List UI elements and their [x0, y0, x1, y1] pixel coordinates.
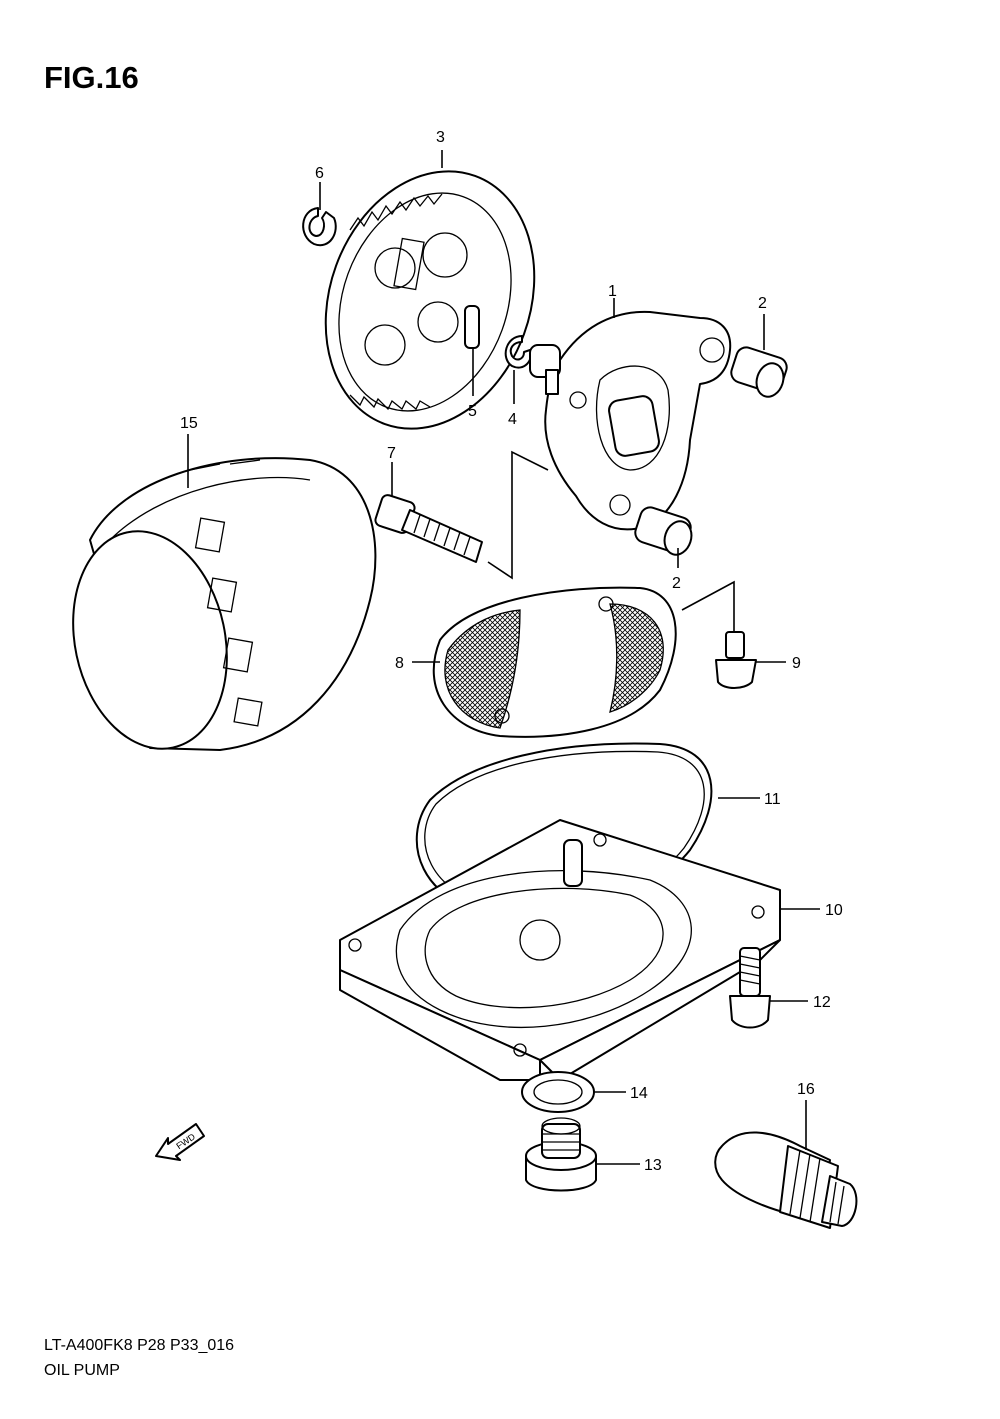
callout-3: 3: [436, 129, 445, 146]
callout-7: 7: [387, 445, 396, 462]
diagram-name: OIL PUMP: [44, 1362, 120, 1379]
cover-bolt: [729, 947, 771, 1029]
callout-9: 9: [792, 655, 801, 672]
callout-11: 11: [764, 791, 781, 808]
callout-15: 15: [180, 415, 198, 432]
oil-pan-cover: [339, 819, 781, 1081]
model-code: LT-A400FK8 P28 P33_016: [44, 1337, 235, 1354]
oil-pressure-switch: [714, 1131, 858, 1229]
callout-14: 14: [630, 1085, 648, 1102]
callout-1: 1: [608, 283, 617, 300]
drain-plug: [525, 1117, 597, 1192]
e-clip: [504, 335, 532, 369]
oil-pump-assembly: [529, 310, 732, 531]
callout-10: 10: [825, 902, 843, 919]
bushing-lower: [634, 506, 693, 556]
callout-6: 6: [315, 165, 324, 182]
callout-5: 5: [468, 403, 477, 420]
callout-16: 16: [797, 1081, 815, 1098]
callout-12: 12: [813, 994, 831, 1011]
forward-direction-arrow: FWD: [155, 1123, 205, 1161]
drain-plug-washer: [521, 1071, 595, 1113]
mounting-bolt: [374, 494, 483, 563]
oil-pump-drive-gear: [324, 170, 536, 430]
callout-4: 4: [508, 411, 517, 428]
dowel-pin: [464, 305, 480, 349]
bushing-upper: [730, 346, 788, 398]
figure-title: FIG.16: [44, 60, 139, 95]
callout-numbers: 3 6 1 2 5 4 15 7 2 8 9 11 10 12 14 13 16: [180, 129, 843, 1174]
circlip: [302, 207, 337, 247]
strainer-bolt: [715, 631, 757, 689]
oil-strainer: [432, 586, 677, 738]
callout-2-lower: 2: [672, 575, 681, 592]
leader-lines: [187, 150, 820, 1165]
callout-8: 8: [395, 655, 404, 672]
oil-filter: [72, 457, 377, 751]
callout-2-upper: 2: [758, 295, 767, 312]
callout-13: 13: [644, 1157, 662, 1174]
